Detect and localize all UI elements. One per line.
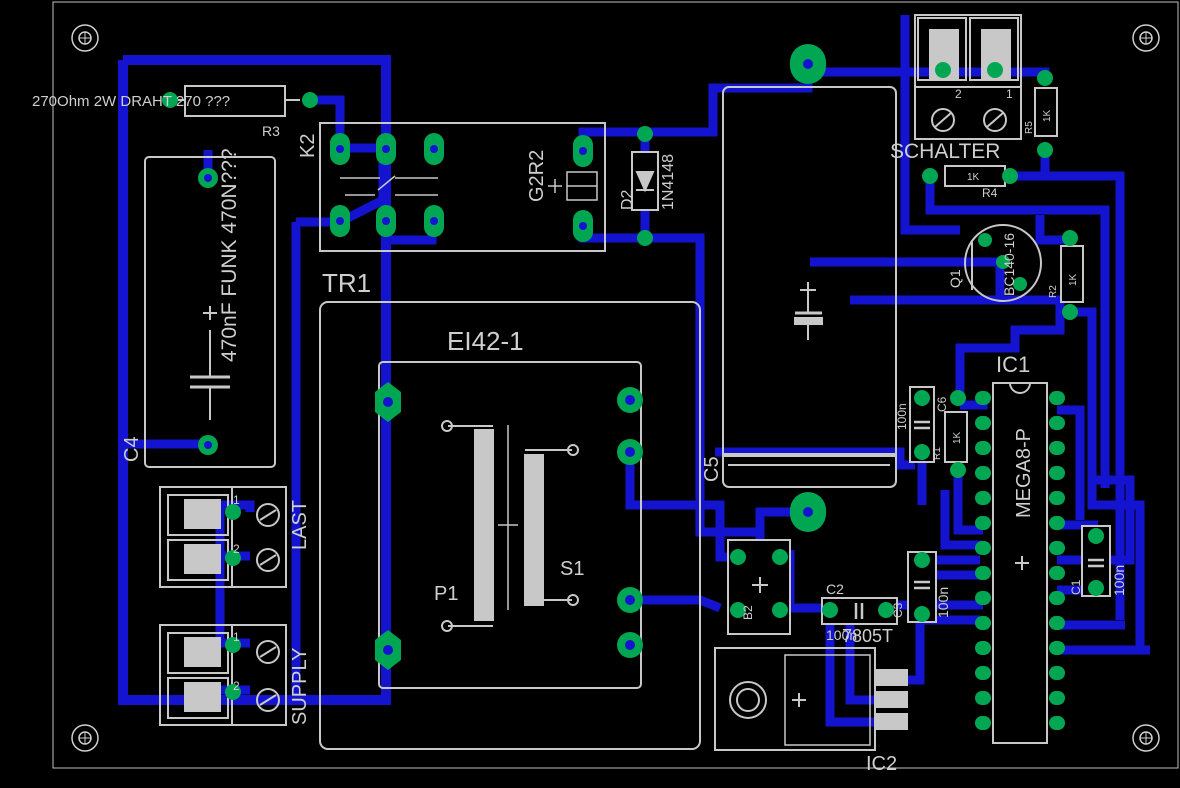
tr1-value-label: EI42-1 bbox=[447, 326, 524, 356]
q1-value-label: BC140-16 bbox=[1001, 233, 1017, 296]
k2-name-label: K2 bbox=[297, 134, 319, 158]
r2-value-label: 1K bbox=[1068, 273, 1079, 286]
r1-value-label: 1K bbox=[952, 431, 963, 444]
mounting-hole-bottom-right bbox=[1132, 724, 1160, 752]
r4-name-label: R4 bbox=[982, 186, 998, 200]
schalter-label: SCHALTER bbox=[890, 140, 1000, 163]
c2-value-label: 100n bbox=[826, 627, 857, 643]
c4-name-label: C4 bbox=[121, 436, 143, 462]
last-pin2-label: 2 bbox=[233, 542, 240, 556]
ic2-name-label: IC2 bbox=[866, 753, 897, 775]
board-outline bbox=[52, 1, 1179, 769]
c3-value-label: 100n bbox=[935, 587, 951, 618]
pads bbox=[162, 44, 1104, 700]
supply-pin2-label: 2 bbox=[233, 679, 240, 693]
r3-name-label: R3 bbox=[262, 123, 280, 139]
last-pin1-label: 1 bbox=[233, 493, 240, 507]
k2-value-label: G2R2 bbox=[526, 150, 548, 202]
b2-name-label: B2 bbox=[741, 605, 755, 620]
schalter-pin1-label: 1 bbox=[1006, 87, 1013, 101]
last-label: LAST bbox=[289, 500, 311, 550]
c6-value-label: 100n bbox=[895, 403, 909, 430]
tr1-name-label: TR1 bbox=[322, 268, 371, 298]
r5-name-label: R5 bbox=[1024, 121, 1035, 134]
mounting-hole-bottom-left bbox=[71, 724, 99, 752]
c2-name-label: C2 bbox=[826, 581, 844, 597]
r4-value-label: 1K bbox=[967, 172, 980, 183]
c5-name-label: C5 bbox=[701, 456, 723, 482]
c1-value-label: 100n bbox=[1111, 565, 1127, 596]
mounting-hole-top-left bbox=[71, 24, 99, 52]
r1-name-label: R1 bbox=[932, 447, 943, 460]
c6-name-label: C6 bbox=[935, 396, 949, 412]
ic2-value-label: 7805T bbox=[842, 626, 893, 646]
d2-value-label: 1N4148 bbox=[660, 154, 677, 210]
ic1-name-label: IC1 bbox=[996, 352, 1030, 377]
r3-value-label: 270Ohm 2W DRAHT 270 ??? bbox=[32, 93, 230, 110]
silkscreen bbox=[144, 14, 1111, 751]
ic1-pins bbox=[975, 391, 1065, 730]
c4-value-label: 470nF FUNK 470N??? bbox=[218, 148, 241, 362]
labels: 270Ohm 2W DRAHT 270 ??? R3 K2 G2R2 D2 1N… bbox=[32, 87, 1127, 775]
supply-pin1-label: 1 bbox=[233, 630, 240, 644]
r5-value-label: 1K bbox=[1042, 109, 1053, 122]
ic1-value-label: MEGA8-P bbox=[1013, 428, 1035, 518]
q1-name-label: Q1 bbox=[947, 269, 963, 288]
c3-name-label: C3 bbox=[891, 602, 905, 618]
p1-label: P1 bbox=[434, 583, 458, 605]
mounting-hole-top-right bbox=[1132, 24, 1160, 52]
s1-label: S1 bbox=[560, 558, 584, 580]
supply-label: SUPPLY bbox=[289, 648, 311, 725]
c1-name-label: C1 bbox=[1069, 579, 1083, 595]
d2-name-label: D2 bbox=[619, 189, 636, 210]
drill-holes bbox=[204, 59, 813, 655]
r2-name-label: R2 bbox=[1048, 285, 1059, 298]
schalter-pin2-label: 2 bbox=[955, 87, 962, 101]
